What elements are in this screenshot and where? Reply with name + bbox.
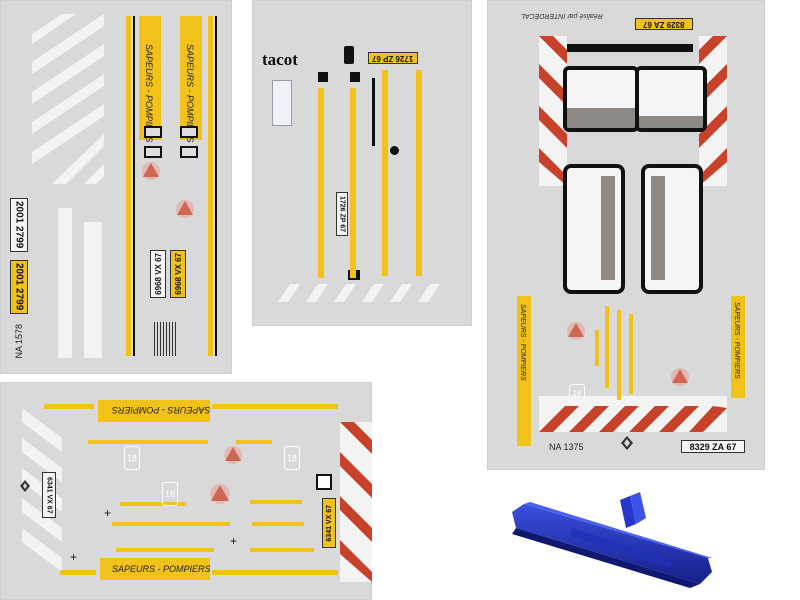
yellow-stripe [350, 88, 356, 278]
pompiers-banner: SAPEURS - POMPIERS [98, 400, 211, 422]
white-chevron-panel-top [32, 14, 104, 184]
yellow-stripe: SAPEURS - POMPIERS [517, 296, 531, 446]
emblem-icon [567, 322, 585, 340]
red-hazard-stripe-bottom [539, 396, 727, 432]
license-plate: 6968 VX 67 [150, 250, 166, 298]
door-handle [144, 146, 162, 158]
renault-logo-icon [621, 436, 633, 450]
black-dot [390, 146, 399, 155]
black-stripe [215, 16, 217, 356]
door-handle [144, 126, 162, 138]
badge-18-icon: 18 [569, 384, 585, 404]
registration-mark-icon: + [104, 506, 112, 520]
yellow-stripe [116, 548, 214, 552]
yellow-stripe [617, 310, 621, 400]
red-hazard-stripe [340, 422, 372, 582]
conseil-general-logo [272, 80, 292, 126]
yellow-stripe [112, 522, 230, 526]
pompiers-banner: SAPEURS - POMPIERS [180, 16, 202, 143]
emblem-icon [210, 484, 230, 504]
rear-window [635, 66, 707, 132]
license-plate: 8329 ZA 67 [681, 440, 745, 453]
yellow-stripe [250, 548, 314, 552]
badge-18-icon: 18 [162, 482, 178, 506]
barcode [154, 322, 178, 356]
yellow-stripe [60, 570, 96, 575]
black-marker [344, 46, 354, 64]
yellow-stripe [252, 522, 304, 526]
yellow-stripe [595, 330, 599, 366]
yellow-stripe [212, 570, 338, 575]
license-plate: 2001 2799 [10, 260, 28, 314]
yellow-stripe [250, 500, 302, 504]
emblem-icon [671, 368, 689, 386]
decal-sheet-d: SAPEURS - POMPIERS SAPEURS - POMPIERS 63… [0, 382, 372, 600]
pompiers-banner: SAPEURS - POMPIERS [139, 16, 161, 143]
decal-sheet-c: Réalisé par INTERDÉCAL 8329 ZA 67 [487, 0, 765, 470]
side-window [641, 164, 703, 294]
white-chevron-strip [278, 284, 440, 302]
pompiers-banner: SAPEURS - POMPIERS [100, 558, 211, 580]
renault-logo-icon [20, 480, 30, 492]
badge-18-icon: 18 [124, 446, 140, 470]
emblem-icon [176, 200, 194, 218]
yellow-stripe [236, 440, 272, 444]
yellow-stripe [44, 404, 94, 409]
door-handle [180, 146, 198, 158]
license-plate: 6341 VX 67 [42, 472, 56, 518]
header-text: Réalisé par INTERDÉCAL [521, 12, 603, 19]
yellow-stripe: SAPEURS - POMPIERS [731, 296, 745, 398]
white-chevron-panel-bottom [58, 208, 102, 358]
yellow-stripe [212, 404, 338, 409]
emblem-icon [224, 446, 242, 464]
registration-mark-icon: + [70, 550, 78, 564]
yellow-stripe [318, 88, 324, 278]
yellow-stripe [88, 440, 208, 444]
emblem-icon [142, 162, 160, 180]
registration-mark-icon: + [230, 534, 238, 548]
door-handle [180, 126, 198, 138]
decal-sheet-b: tacot 1726 ZP 67 1726 ZP 67 [252, 0, 472, 326]
black-square [350, 72, 360, 82]
brand-logo: tacot [262, 50, 298, 69]
yellow-stripe [416, 70, 422, 276]
badge-18-icon: 18 [284, 446, 300, 470]
yellow-stripe [126, 16, 131, 356]
yellow-stripe [382, 70, 388, 276]
license-plate: 1726 ZP 67 [368, 52, 418, 64]
black-square [318, 72, 328, 82]
black-stripe [372, 78, 375, 146]
catalog-number: NA 1578 [14, 324, 24, 359]
yellow-stripe [629, 314, 633, 394]
license-plate: 8329 ZA 67 [635, 18, 693, 30]
yellow-stripe [120, 502, 186, 506]
black-stripe [133, 16, 135, 356]
yellow-stripe [208, 16, 213, 356]
black-bar [567, 44, 693, 52]
decal-sheet-a: 2001 2799 2001 2799 NA 1578 SAPEURS - PO… [0, 0, 232, 374]
rear-window [563, 66, 639, 132]
license-plate: 6341 VX 67 [322, 498, 336, 548]
license-plate: 6968 VX 67 [170, 250, 186, 298]
yellow-stripe [605, 306, 609, 388]
side-window [563, 164, 625, 294]
black-marker [316, 474, 332, 490]
catalog-number: NA 1375 [549, 442, 584, 452]
blue-plastic-part [512, 492, 712, 588]
red-hazard-stripe-left [539, 36, 567, 186]
license-plate: 2001 2799 [10, 198, 28, 252]
license-plate: 1726 ZP 67 [336, 192, 348, 236]
